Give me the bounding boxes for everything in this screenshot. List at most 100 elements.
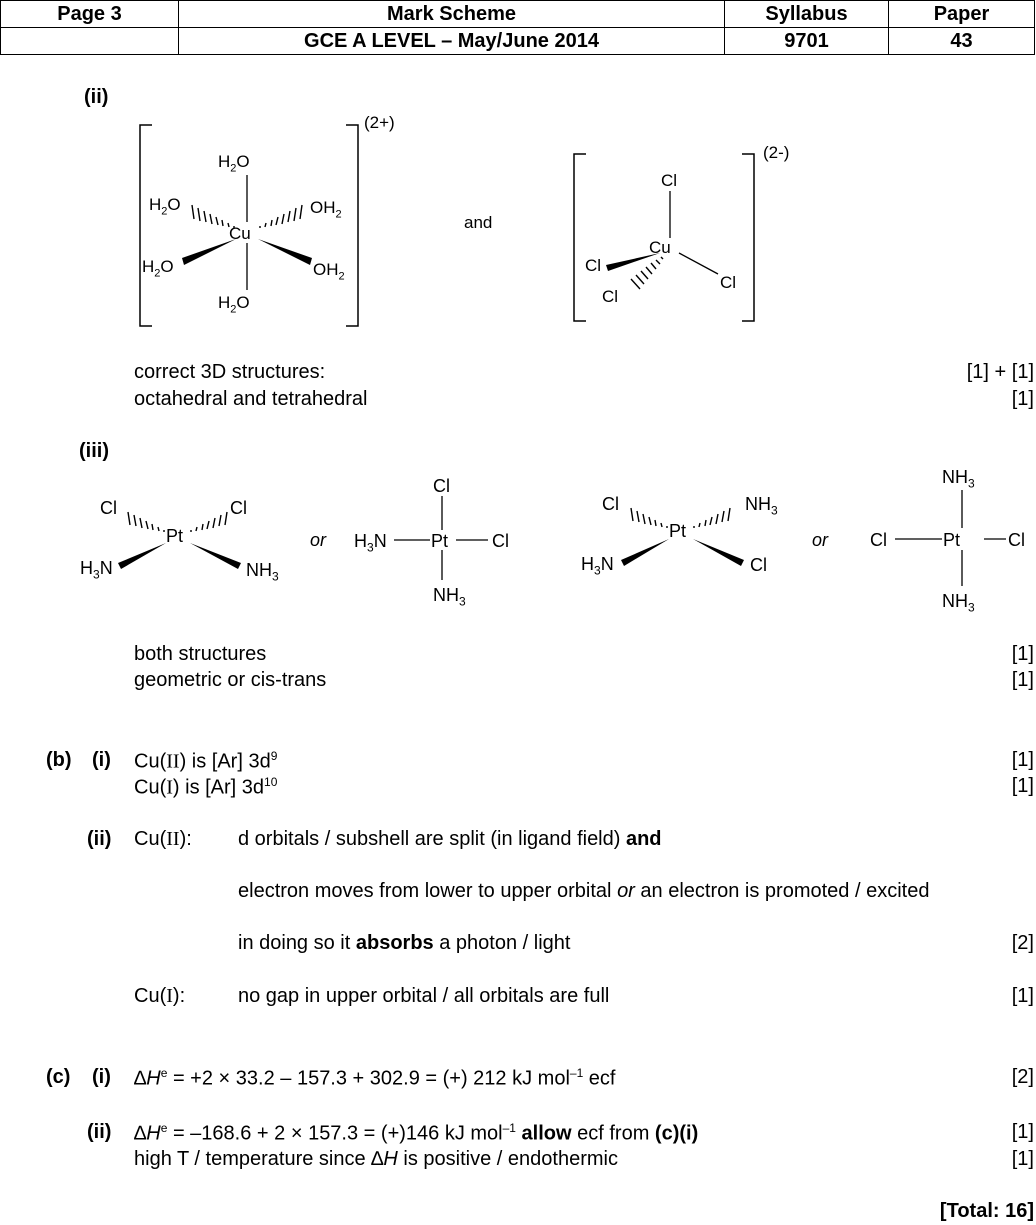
a-iii-mark-2: [1] — [1011, 669, 1034, 691]
text: high T / temperature since — [134, 1148, 372, 1170]
h-symbol: H — [142, 257, 155, 276]
c-ii-mark-1: [1] — [1011, 1121, 1034, 1143]
ligand-oh2-upper-right: OH2 — [310, 199, 342, 220]
subscript: 3 — [968, 476, 975, 491]
ligand-cl-bottom: Cl — [602, 287, 619, 306]
o-symbol: O — [160, 257, 174, 276]
a-iii-mark-1: [1] — [1011, 643, 1034, 665]
h-symbol: H — [581, 554, 594, 574]
text: ): — [179, 828, 192, 850]
subscript: 3 — [272, 569, 279, 584]
metal-cu-tetrahedral: Cu — [649, 238, 671, 257]
cu2-label: Cu(II): — [134, 829, 192, 849]
a-ii-line-1: correct 3D structures: — [134, 361, 326, 383]
standard-symbol: e — [160, 1066, 168, 1080]
h-symbol: H — [149, 195, 162, 214]
delta-symbol: ∆ — [371, 1148, 384, 1170]
part-b-label: (b) — [46, 749, 72, 771]
text: ) is [Ar] 3d — [179, 750, 271, 773]
n-symbol: N — [99, 558, 113, 578]
s3-h3n: H3N — [581, 555, 614, 577]
a-ii-line-2: octahedral and tetrahedral — [134, 388, 368, 410]
subscript: 3 — [968, 600, 975, 615]
b-ii-text-3: in doing so it absorbs a photon / light — [238, 933, 570, 953]
c-i-mark: [2] — [1011, 1066, 1034, 1088]
s2-pt: Pt — [431, 531, 449, 551]
h-symbol: H — [218, 152, 231, 171]
text: in doing so it — [238, 932, 356, 954]
s2-cl-top: Cl — [433, 476, 450, 496]
part-b-ii-label: (ii) — [87, 828, 112, 850]
subscript: 2 — [230, 162, 237, 175]
b-i-mark-1: [1] — [1011, 749, 1034, 771]
s1-cl-right: Cl — [230, 498, 247, 518]
charge-2plus: (2+) — [364, 113, 395, 132]
italic-text: or — [617, 880, 635, 902]
a-iii-line-2: geometric or cis-trans — [134, 669, 327, 691]
standard-symbol: e — [160, 1121, 168, 1135]
c-i-equation: ∆He = +2 × 33.2 – 157.3 + 302.9 = (+) 21… — [134, 1067, 616, 1089]
a-ii-mark-1: [1] + [1] — [966, 361, 1034, 383]
delta-symbol: ∆ — [134, 1067, 147, 1090]
nh-symbol: NH — [942, 467, 968, 487]
superscript: –1 — [502, 1121, 516, 1135]
subscript: 3 — [771, 503, 778, 518]
and-word: and — [464, 213, 493, 232]
text: an electron is promoted / excited — [634, 880, 930, 902]
subscript: 2 — [230, 303, 237, 316]
charge-2minus: (2-) — [763, 143, 790, 162]
s3-nh3-right: NH3 — [745, 495, 778, 517]
oh-symbol: OH — [310, 198, 336, 217]
bold-text: absorbs — [355, 932, 434, 954]
part-a-ii-label: (ii) — [84, 86, 109, 108]
ligand-oh2-lower-right: OH2 — [313, 261, 345, 282]
part-b-i-label: (i) — [92, 749, 111, 771]
b-ii-text-2: electron moves from lower to upper orbit… — [238, 881, 929, 901]
text: = –168.6 + 2 × 157.3 = (+)146 kJ mol — [167, 1122, 503, 1145]
s1-h3n: H3N — [80, 559, 113, 581]
nh-symbol: NH — [745, 494, 771, 514]
part-c-label: (c) — [46, 1066, 71, 1088]
oxidation-state: I — [166, 985, 173, 1007]
text: is positive / endothermic — [397, 1148, 618, 1170]
paper-label: Paper — [888, 0, 1035, 28]
s2-cl-right: Cl — [492, 531, 509, 551]
metal-cu-octahedral: Cu — [229, 224, 251, 243]
s3-cl-left: Cl — [602, 494, 619, 514]
a-ii-mark-2: [1] — [1011, 388, 1034, 410]
c-ii-mark-2: [1] — [1011, 1148, 1034, 1170]
c-ii-line-2: high T / temperature since ∆H is positiv… — [134, 1149, 618, 1169]
ligand-h2o-lower-left: H2O — [142, 258, 174, 279]
superscript: 10 — [264, 775, 278, 789]
subscript: 2 — [338, 270, 345, 283]
delta-symbol: ∆ — [134, 1122, 147, 1145]
h-symbol: H — [80, 558, 93, 578]
subscript: 3 — [594, 563, 601, 578]
part-c-ii-label: (ii) — [87, 1121, 112, 1143]
enthalpy-symbol: H — [383, 1148, 398, 1170]
subscript: 2 — [161, 205, 168, 218]
s4-nh3-bottom: NH3 — [942, 592, 975, 614]
s4-cl-right: Cl — [1008, 530, 1025, 550]
oxidation-state: I — [166, 776, 173, 799]
s4-cl-left: Cl — [870, 530, 887, 550]
nh-symbol: NH — [246, 560, 272, 580]
ligand-cl-right: Cl — [720, 273, 737, 292]
h-symbol: H — [218, 293, 231, 312]
bold-text: (c)(i) — [654, 1122, 699, 1145]
n-symbol: N — [373, 531, 387, 551]
bold-text: and — [625, 828, 662, 850]
page-number: Page 3 — [0, 0, 179, 28]
subscript: 2 — [335, 208, 342, 221]
subscript: 3 — [459, 594, 466, 609]
s4-pt: Pt — [943, 530, 961, 550]
text: = +2 × 33.2 – 157.3 + 302.9 = (+) 212 kJ… — [167, 1067, 570, 1090]
bold-text: allow — [515, 1122, 572, 1145]
text: electron moves from lower to upper orbit… — [238, 880, 618, 902]
subscript: 3 — [367, 540, 374, 555]
enthalpy-symbol: H — [146, 1067, 161, 1090]
s3-pt: Pt — [669, 521, 687, 541]
syllabus-code: 9701 — [724, 27, 889, 55]
text: d orbitals / subshell are split (in liga… — [238, 828, 626, 850]
